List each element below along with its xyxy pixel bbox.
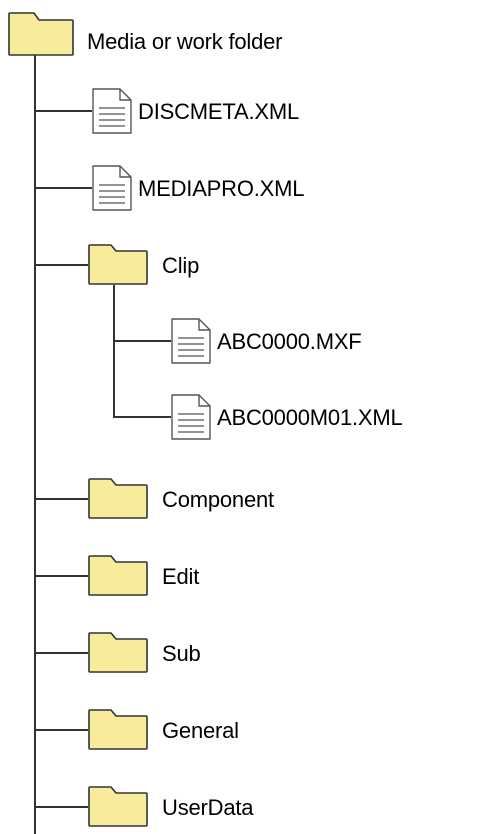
connector-edit <box>34 575 88 577</box>
connector-userdata <box>34 806 88 808</box>
folder-label-edit[interactable]: Edit <box>162 564 200 589</box>
folder-label-sub[interactable]: Sub <box>162 641 201 666</box>
folder-icon[interactable] <box>88 709 148 750</box>
folder-label-general[interactable]: General <box>162 718 239 743</box>
folder-label-component[interactable]: Component <box>162 487 274 512</box>
folder-icon[interactable] <box>88 555 148 596</box>
tree-trunk-line <box>34 53 36 834</box>
file-label-abc0000m01-xml[interactable]: ABC0000M01.XML <box>217 405 403 430</box>
connector-general <box>34 729 88 731</box>
file-icon[interactable] <box>92 165 132 211</box>
file-label-discmeta[interactable]: DISCMETA.XML <box>138 99 299 124</box>
file-icon[interactable] <box>171 394 211 440</box>
connector-component <box>34 498 88 500</box>
file-label-mediapro[interactable]: MEDIAPRO.XML <box>138 176 305 201</box>
connector-mediapro <box>34 187 92 189</box>
file-icon[interactable] <box>171 318 211 364</box>
folder-icon[interactable] <box>8 12 74 56</box>
connector-sub <box>34 652 88 654</box>
folder-icon[interactable] <box>88 786 148 827</box>
connector-clip <box>34 264 88 266</box>
connector-discmeta <box>34 110 92 112</box>
clip-branch-line <box>113 285 115 417</box>
folder-label-clip[interactable]: Clip <box>162 253 200 278</box>
connector-abc0000-mxf <box>113 340 171 342</box>
file-icon[interactable] <box>92 88 132 134</box>
folder-icon[interactable] <box>88 244 148 285</box>
connector-abc0000m01-xml <box>113 416 171 418</box>
root-folder-label[interactable]: Media or work folder <box>87 29 283 54</box>
folder-icon[interactable] <box>88 478 148 519</box>
file-label-abc0000-mxf[interactable]: ABC0000.MXF <box>217 329 362 354</box>
folder-icon[interactable] <box>88 632 148 673</box>
folder-label-userdata[interactable]: UserData <box>162 795 254 820</box>
